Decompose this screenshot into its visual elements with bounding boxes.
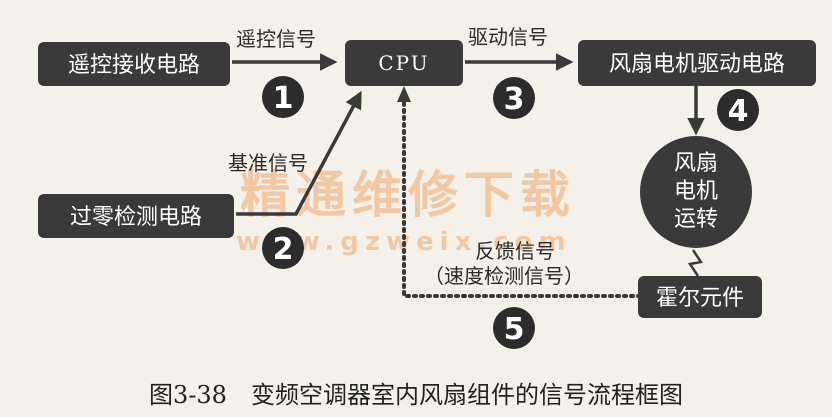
figure-caption: 图3-38 变频空调器室内风扇组件的信号流程框图 (149, 381, 683, 409)
label-speed-detect-signal: （速度检测信号） (424, 264, 584, 288)
fan-motor-line-3: 运转 (674, 207, 718, 232)
badge-3-text: 3 (504, 82, 525, 117)
badge-3: 3 (493, 77, 535, 119)
box-zero-cross-label: 过零检测电路 (70, 205, 202, 230)
box-hall-label: 霍尔元件 (656, 286, 744, 311)
arrow-zero-to-cpu (236, 90, 362, 216)
box-cpu: CPU (345, 40, 463, 86)
box-remote-rx: 遥控接收电路 (38, 42, 230, 86)
badge-4-text: 4 (728, 94, 749, 129)
fan-motor-line-2: 电机 (674, 179, 718, 204)
badge-1: 1 (262, 76, 304, 118)
arrow-feedback-head (397, 86, 411, 102)
label-drive-signal: 驱动信号 (468, 25, 548, 49)
box-hall: 霍尔元件 (638, 276, 762, 318)
fan-motor-line-1: 风扇 (674, 151, 718, 176)
badge-5-text: 5 (504, 312, 525, 347)
arrow-feedback-to-cpu (402, 96, 642, 298)
badge-1-text: 1 (273, 81, 294, 116)
box-zero-cross: 过零检测电路 (38, 194, 234, 238)
badge-2: 2 (262, 227, 304, 269)
motor-hall-link (687, 249, 704, 277)
badge-5: 5 (493, 307, 535, 349)
label-feedback-signal: 反馈信号 (475, 239, 555, 263)
box-remote-rx-label: 遥控接收电路 (68, 53, 200, 78)
label-remote-signal: 遥控信号 (236, 27, 316, 51)
badge-2-text: 2 (273, 232, 294, 267)
box-cpu-label: CPU (378, 51, 429, 75)
box-fan-motor: 风扇 电机 运转 (640, 136, 752, 248)
box-fan-driver: 风扇电机驱动电路 (578, 40, 816, 86)
box-fan-driver-label: 风扇电机驱动电路 (609, 52, 785, 77)
label-reference-signal: 基准信号 (228, 151, 308, 175)
badge-4: 4 (717, 89, 759, 131)
